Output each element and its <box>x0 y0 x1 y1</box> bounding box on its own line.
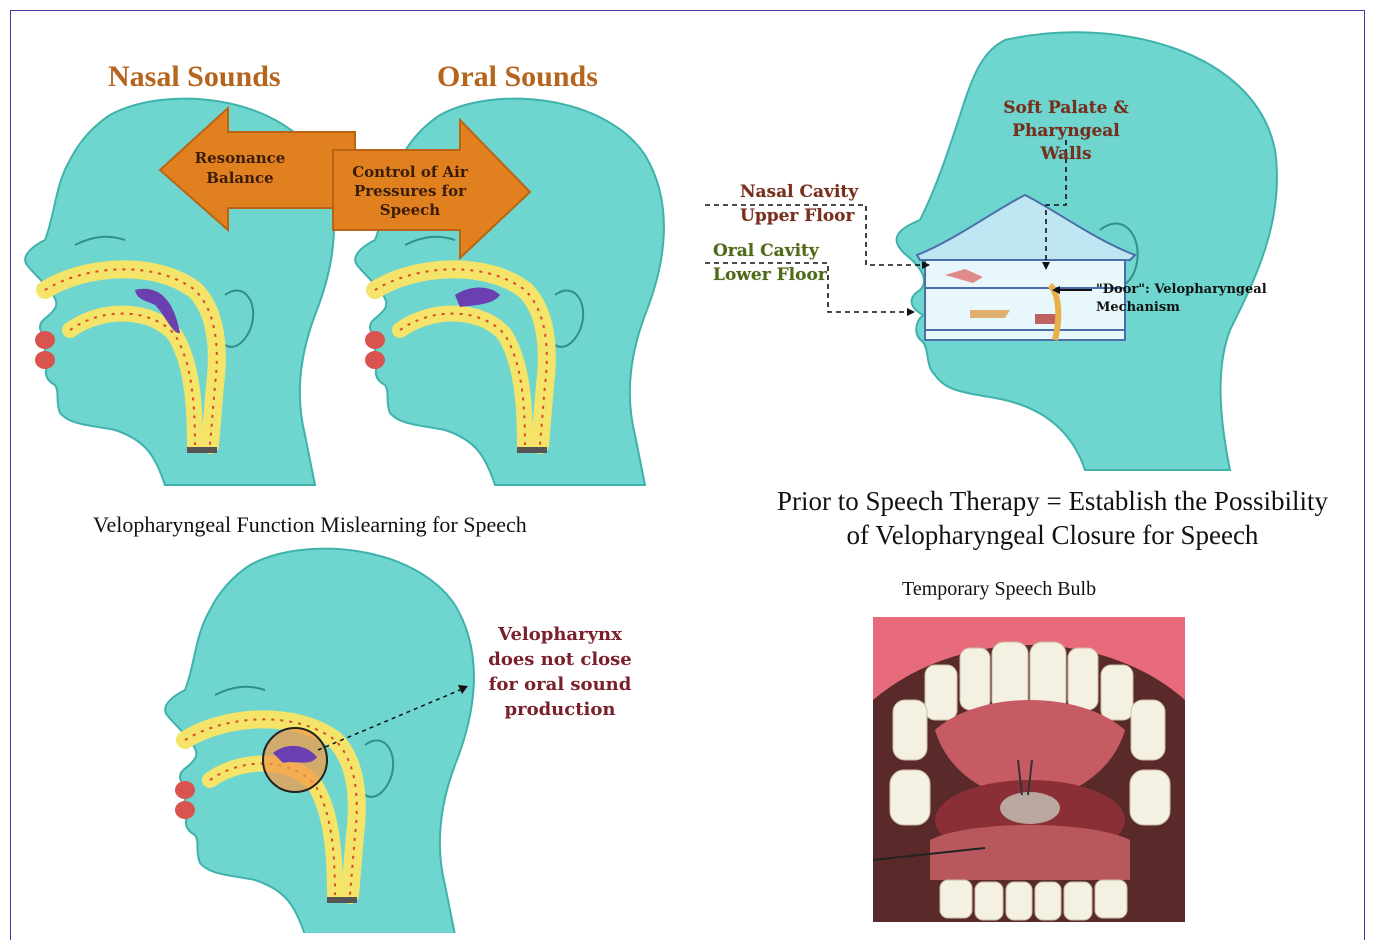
lower-floor-label: Lower Floor <box>713 265 827 285</box>
prior-therapy-line2: of Velopharyngeal Closure for Speech <box>740 518 1365 552</box>
prior-therapy-line1: Prior to Speech Therapy = Establish the … <box>740 484 1365 518</box>
oral-cavity-label: Oral Cavity <box>713 241 819 261</box>
resonance-balance-label: Resonance Balance <box>186 148 294 188</box>
speech-bulb-caption: Temporary Speech Bulb <box>902 578 1096 601</box>
soft-palate-label: Soft Palate & Pharyngeal Walls <box>996 97 1136 166</box>
door-label: "Door": Velopharyngeal Mechanism <box>1096 281 1276 317</box>
air-pressure-label: Control of Air Pressures for Speech <box>350 163 470 220</box>
speech-bulb-photo <box>873 617 1185 922</box>
velopharynx-note: Velopharynx does not close for oral soun… <box>475 622 645 722</box>
upper-floor-label: Upper Floor <box>740 206 854 226</box>
nasal-cavity-label: Nasal Cavity <box>740 182 858 202</box>
mislearning-caption: Velopharyngeal Function Mislearning for … <box>93 512 527 538</box>
oral-sounds-heading: Oral Sounds <box>437 60 598 94</box>
mislearning-head <box>165 549 474 933</box>
nasal-sounds-heading: Nasal Sounds <box>108 60 281 94</box>
